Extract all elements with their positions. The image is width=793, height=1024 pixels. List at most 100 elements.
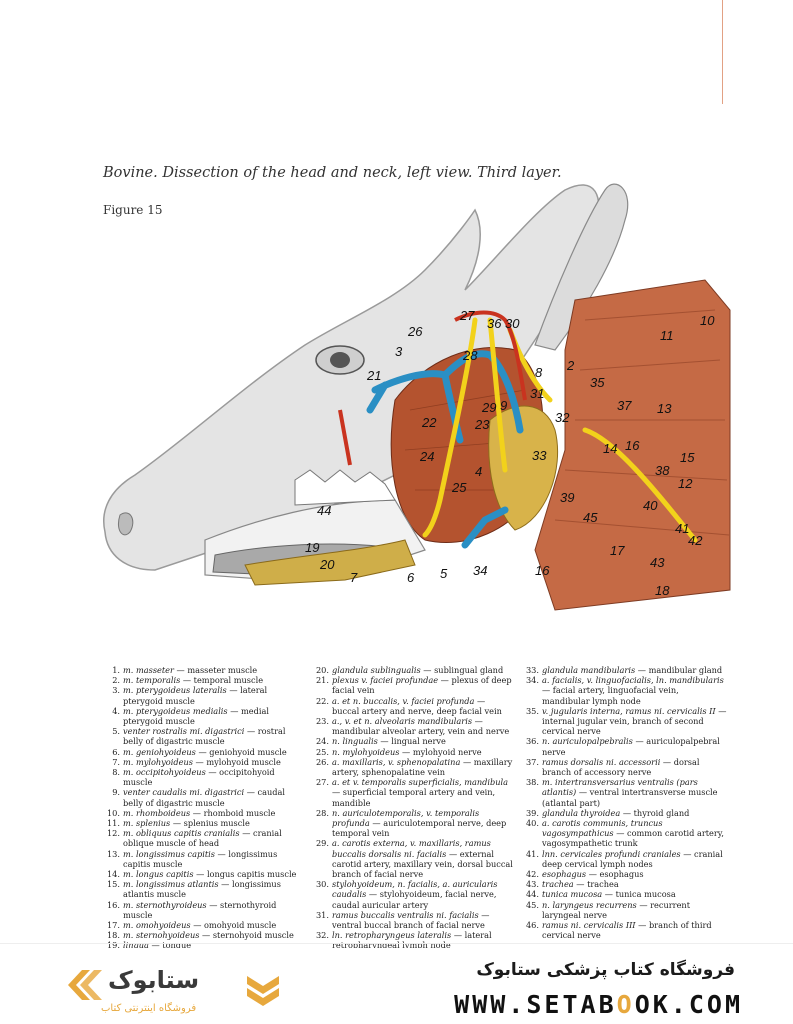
label-11: 11 <box>660 328 674 343</box>
legend-item: 45.n. laryngeus recurrens — recurrent la… <box>523 900 728 920</box>
label-9: 9 <box>500 398 507 413</box>
label-38: 38 <box>655 463 670 478</box>
legend-text: m. longissimus atlantis — longissimus at… <box>123 879 304 899</box>
label-36: 36 <box>487 316 502 331</box>
legend-item: 41.lnn. cervicales profundi craniales — … <box>523 849 728 869</box>
book-chevron-icon <box>247 976 279 1006</box>
legend-english: — tongue <box>148 940 192 951</box>
legend-english: — lateral pterygoid muscle <box>123 685 268 706</box>
legend-english: — cranial oblique muscle of head <box>123 828 282 849</box>
legend-item: 8.m. occipitohyoideus — occipitohyoid mu… <box>104 767 304 787</box>
legend-english: — sternohyoid muscle <box>199 930 294 941</box>
legend-english: — recurrent laryngeal nerve <box>542 899 690 920</box>
legend-english: — esophagus <box>586 869 644 880</box>
legend-latin: m. pterygoideus lateralis <box>123 685 227 696</box>
legend-item: 27.a. et v. temporalis superficialis, ma… <box>313 777 513 808</box>
legend-text: m. omohyoideus — omohyoid muscle <box>123 920 304 930</box>
legend-text: n. auriculotemporalis, v. temporalis pro… <box>332 808 513 839</box>
legend-english: — medial pterygoid muscle <box>123 705 270 727</box>
figure-caption: Bovine. Dissection of the head and neck,… <box>103 165 562 181</box>
legend-text: m. pterygoideus medialis — medial pteryg… <box>123 706 304 726</box>
legend-number: 22. <box>315 695 329 706</box>
legend-english: — buccal artery and nerve, deep facial v… <box>332 695 502 716</box>
legend-latin: glandula thyroidea <box>542 807 621 818</box>
label-37: 37 <box>617 398 632 413</box>
label-41: 41 <box>675 521 689 536</box>
legend-number: 13. <box>106 848 120 859</box>
label-18: 18 <box>655 583 670 598</box>
label-26: 26 <box>407 324 423 339</box>
artery-network <box>338 310 527 466</box>
legend-text: a., v. et n. alveolaris mandibularis — m… <box>332 716 513 736</box>
legend-text: m. masseter — masseter muscle <box>123 665 304 675</box>
legend-item: 4.m. pterygoideus medialis — medial pter… <box>104 706 304 726</box>
legend-number: 46. <box>525 920 539 931</box>
label-22: 22 <box>421 415 437 430</box>
legend-latin: m. sternothyroideus <box>123 899 207 910</box>
legend-english: — tunica mucosa <box>602 889 676 900</box>
label-12: 12 <box>678 476 693 491</box>
legend-number: 1. <box>112 665 120 675</box>
legend-english: — sublingual gland <box>420 665 504 675</box>
label-16: 16 <box>535 563 550 578</box>
legend-item: 22.a. et n. buccalis, v. faciei profunda… <box>313 696 513 716</box>
legend-text: stylohyoideum, n. facialis, a. auricular… <box>332 879 513 910</box>
label-42: 42 <box>688 533 703 548</box>
legend-number: 25. <box>315 746 329 757</box>
legend-latin: m. occipitohyoideus <box>123 767 206 778</box>
legend-latin: m. rhomboideus <box>123 807 191 818</box>
legend-latin: n. lingualis <box>332 736 378 747</box>
legend-text: lingua — tongue <box>123 940 304 950</box>
legend-number: 45. <box>525 899 539 910</box>
legend-number: 8. <box>112 767 120 778</box>
legend-latin: a. carotis externa, v. maxillaris, ramus… <box>332 838 491 859</box>
legend-latin: glandula mandibularis <box>542 665 636 675</box>
legend-text: glandula thyroidea — thyroid gland <box>542 808 728 818</box>
legend-text: m. temporalis — temporal muscle <box>123 675 304 685</box>
legend-number: 37. <box>525 756 539 767</box>
legend-item: 26.a. maxillaris, v. sphenopalatina — ma… <box>313 757 513 777</box>
legend-latin: esophagus <box>542 869 587 880</box>
legend-text: glandula mandibularis — mandibular gland <box>542 665 728 675</box>
legend-latin: stylohyoideum, n. facialis, a. auricular… <box>332 879 498 900</box>
legend-latin: a. carotis communis, truncus vagosympath… <box>542 818 663 839</box>
legend-number: 4. <box>112 705 120 716</box>
legend-text: ramus dorsalis ni. accessorii — dorsal b… <box>542 757 728 777</box>
legend-item: 20.glandula sublingualis — sublingual gl… <box>313 665 513 675</box>
legend-item: 17.m. omohyoideus — omohyoid muscle <box>104 920 304 930</box>
legend-text: a. carotis externa, v. maxillaris, ramus… <box>332 838 513 879</box>
label-28: 28 <box>462 348 478 363</box>
legend-item: 7.m. mylohyoideus — mylohyoid muscle <box>104 757 304 767</box>
legend-english: — auriculotemporal nerve, deep temporal … <box>332 818 507 839</box>
label-10: 10 <box>700 313 715 328</box>
legend-english: — dorsal branch of accessory nerve <box>542 756 700 778</box>
label-8: 8 <box>535 365 543 380</box>
legend-number: 19. <box>106 940 120 951</box>
legend-number: 24. <box>315 736 329 747</box>
legend-number: 39. <box>525 807 539 818</box>
legend-item: 38.m. intertransversarius ventralis (par… <box>523 777 728 808</box>
legend-text: m. rhomboideus — rhomboid muscle <box>123 808 304 818</box>
legend-english: — masseter muscle <box>173 665 258 675</box>
label-40: 40 <box>643 498 658 513</box>
legend-english: — stylohyoideum, facial nerve, caudal au… <box>332 889 497 910</box>
legend-number: 41. <box>525 848 539 859</box>
legend-item: 44.tunica mucosa — tunica mucosa <box>523 889 728 899</box>
legend-number: 20. <box>315 665 329 675</box>
legend-item: 10.m. rhomboideus — rhomboid muscle <box>104 808 304 818</box>
legend-english: — sternothyroid muscle <box>123 899 277 920</box>
legend-item: 30.stylohyoideum, n. facialis, a. auricu… <box>313 879 513 910</box>
legend-english: — branch of third cervical nerve <box>542 920 712 941</box>
legend-text: lnn. cervicales profundi craniales — cra… <box>542 849 728 869</box>
legend-latin: m. splenius <box>123 818 171 829</box>
legend-latin: ln. retropharyngeus lateralis <box>332 930 452 941</box>
legend-item: 5.venter rostralis mi. digastrici — rost… <box>104 726 304 746</box>
legend-number: 28. <box>315 807 329 818</box>
legend-column-3: 33.glandula mandibularis — mandibular gl… <box>523 665 728 940</box>
legend-latin: a. facialis, v. linguofacialis, ln. mand… <box>542 675 724 686</box>
legend-latin: m. longus capitis <box>123 869 194 880</box>
legend-english: — rostral belly of digastric muscle <box>123 726 286 747</box>
website-url[interactable]: WWW.SETABOOK.COM <box>454 990 743 1019</box>
legend-latin: m. pterygoideus medialis <box>123 705 228 716</box>
